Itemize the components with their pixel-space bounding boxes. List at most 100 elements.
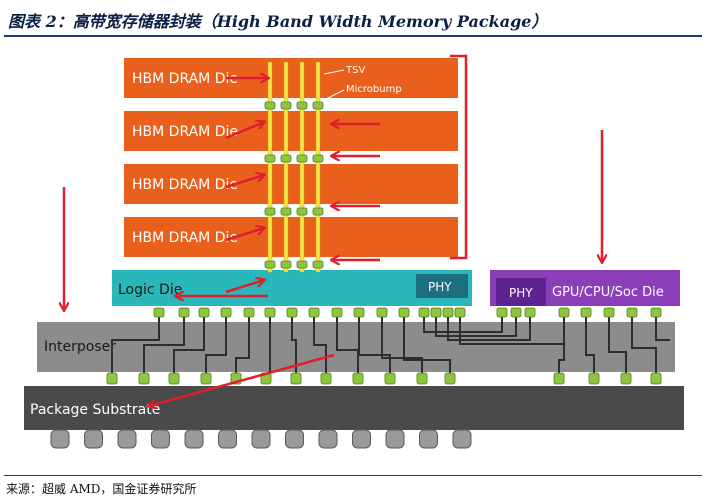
interposer-trace — [111, 317, 160, 373]
interposer-bump — [444, 372, 456, 385]
interposer-bump — [138, 372, 150, 385]
microbump — [312, 207, 324, 216]
callout-arrow — [149, 353, 335, 406]
callout-arrow — [225, 122, 264, 140]
dram-die-4 — [124, 217, 458, 257]
tsv-column — [283, 61, 289, 273]
interposer-bump — [384, 372, 396, 385]
microbump — [296, 260, 308, 269]
interposer-trace — [235, 317, 250, 373]
interposer-bump — [352, 372, 364, 385]
logic-phy-label: PHY — [428, 280, 452, 294]
interposer-bump — [650, 372, 662, 385]
die-bump — [153, 307, 165, 318]
interposer-bump — [588, 372, 600, 385]
tsv-label: TSV — [345, 65, 365, 76]
microbump — [280, 154, 292, 163]
interposer-trace — [313, 317, 327, 373]
die-bump — [626, 307, 638, 318]
interposer-trace — [291, 317, 297, 373]
die-bump — [430, 307, 442, 318]
callout-arrow — [225, 228, 264, 242]
interposer-trace — [423, 317, 503, 333]
gpu-die-label: GPU/CPU/Soc Die — [552, 285, 664, 300]
dram-die-label: HBM DRAM Die — [132, 124, 238, 140]
logic-die — [112, 270, 472, 306]
gpu-phy-block — [496, 278, 546, 306]
die-bump — [376, 307, 388, 318]
stack-bracket — [450, 54, 468, 260]
interposer-bump-row — [106, 372, 662, 385]
microbump — [264, 207, 276, 216]
callout-arrows — [64, 78, 602, 406]
interposer — [37, 322, 675, 372]
bga-ball — [285, 429, 304, 449]
microbump — [312, 101, 324, 110]
die-bump — [454, 307, 466, 318]
interposer-bump — [320, 372, 332, 385]
interposer-trace — [631, 317, 657, 373]
package-substrate — [24, 386, 684, 430]
source-divider — [4, 475, 702, 476]
microbump — [264, 260, 276, 269]
interposer-trace — [435, 317, 517, 337]
interposer-bump — [200, 372, 212, 385]
die-bump — [524, 307, 536, 318]
bga-ball — [251, 429, 271, 449]
microbump-pointer — [323, 89, 345, 101]
interposer-bump — [106, 372, 118, 385]
interposer-trace — [358, 317, 391, 373]
bga-ball — [117, 429, 137, 449]
bga-ball — [50, 429, 70, 449]
dram-stack: HBM DRAM Die HBM DRAM Die HBM DRAM Die H… — [124, 58, 458, 257]
bga-ball — [151, 429, 170, 449]
tsv-pointer — [323, 69, 345, 75]
tsv-column — [315, 61, 321, 273]
bga-ball — [385, 429, 405, 449]
interposer-traces — [111, 317, 670, 373]
microbump — [296, 154, 308, 163]
interposer-bump — [416, 372, 428, 385]
die-bump — [650, 307, 662, 318]
dram-die-label: HBM DRAM Die — [132, 71, 238, 87]
die-bump — [178, 307, 190, 318]
microbump — [280, 101, 292, 110]
interposer-trace — [558, 317, 565, 373]
die-bump — [398, 307, 410, 318]
die-bump — [558, 307, 570, 318]
die-bump — [442, 307, 454, 318]
die-bump — [220, 307, 232, 318]
microbump — [264, 101, 276, 110]
figure-title: 图表 2：高带宽存储器封装（High Band Width Memory Pac… — [8, 12, 548, 31]
die-bump — [353, 307, 365, 318]
die-bump-row — [153, 307, 662, 318]
interposer-trace — [143, 317, 185, 373]
title-divider — [4, 35, 702, 37]
tsv-column — [299, 61, 305, 273]
microbump — [280, 260, 292, 269]
microbump — [312, 260, 324, 269]
interposer-bump — [168, 372, 180, 385]
die-bump — [580, 307, 592, 318]
tsv-column — [267, 61, 273, 273]
bga-ball — [419, 429, 438, 449]
logic-die-label: Logic Die — [118, 282, 182, 298]
bga-ball — [452, 429, 472, 449]
hbm-package-diagram: Package Substrate Interposer Logic Die P… — [4, 40, 702, 474]
package-substrate-label: Package Substrate — [30, 402, 160, 418]
die-bump — [198, 307, 210, 318]
microbump — [312, 154, 324, 163]
die-bump — [243, 307, 255, 318]
microbump — [264, 154, 276, 163]
interposer-trace — [608, 317, 627, 373]
interposer-bump — [290, 372, 302, 385]
microbump — [280, 207, 292, 216]
interposer-trace — [655, 317, 670, 341]
microbump-label: Microbump — [346, 84, 402, 95]
microbump-rows — [264, 101, 324, 269]
interposer-trace — [447, 317, 531, 341]
logic-phy-block — [416, 274, 468, 298]
bga-ball-row — [50, 429, 472, 449]
callout-arrow — [225, 280, 264, 294]
bga-ball — [352, 429, 371, 449]
